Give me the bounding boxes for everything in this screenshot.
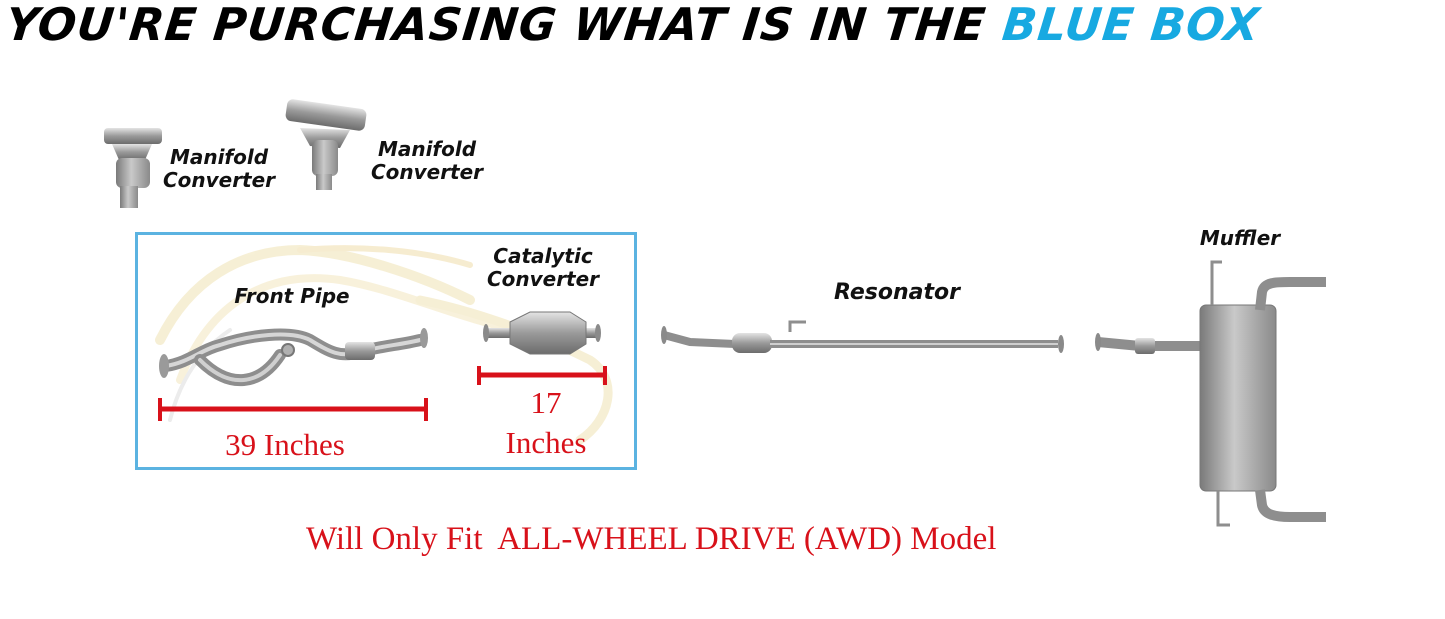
blue-box-frame (135, 232, 637, 470)
manifold-1-line1: Manifold (169, 145, 269, 169)
manifold-2-line2: Converter (370, 160, 484, 184)
muffler-label: Muffler (1199, 226, 1281, 250)
catalytic-converter-image (483, 311, 601, 355)
manifold-converter-1-label: Manifold Converter (158, 146, 280, 192)
manifold-converter-2-label: Manifold Converter (366, 138, 488, 184)
manifold-converter-2-image (285, 99, 367, 190)
fitment-note: Will Only Fit ALL-WHEEL DRIVE (AWD) Mode… (306, 521, 997, 557)
catalytic-line2: Converter (486, 267, 600, 291)
catalytic-length-number: 17 (530, 385, 562, 420)
watermark-horse (155, 244, 613, 445)
catalytic-converter-label: Catalytic Converter (474, 245, 612, 291)
catalytic-line1: Catalytic (493, 244, 593, 268)
front-pipe-label: Front Pipe (234, 284, 350, 308)
front-pipe-length: 39 Inches (225, 427, 345, 462)
manifold-converter-1-image (104, 128, 162, 208)
catalytic-length-unit: Inches (505, 425, 587, 460)
resonator-label: Resonator (834, 280, 960, 305)
muffler-image (1095, 260, 1326, 527)
manifold-2-line1: Manifold (377, 137, 477, 161)
catalytic-measure-bar (477, 366, 607, 385)
resonator-image (661, 320, 1064, 353)
manifold-1-line2: Converter (162, 168, 276, 192)
front-pipe-measure-bar (158, 398, 428, 421)
front-pipe-image (159, 328, 428, 387)
